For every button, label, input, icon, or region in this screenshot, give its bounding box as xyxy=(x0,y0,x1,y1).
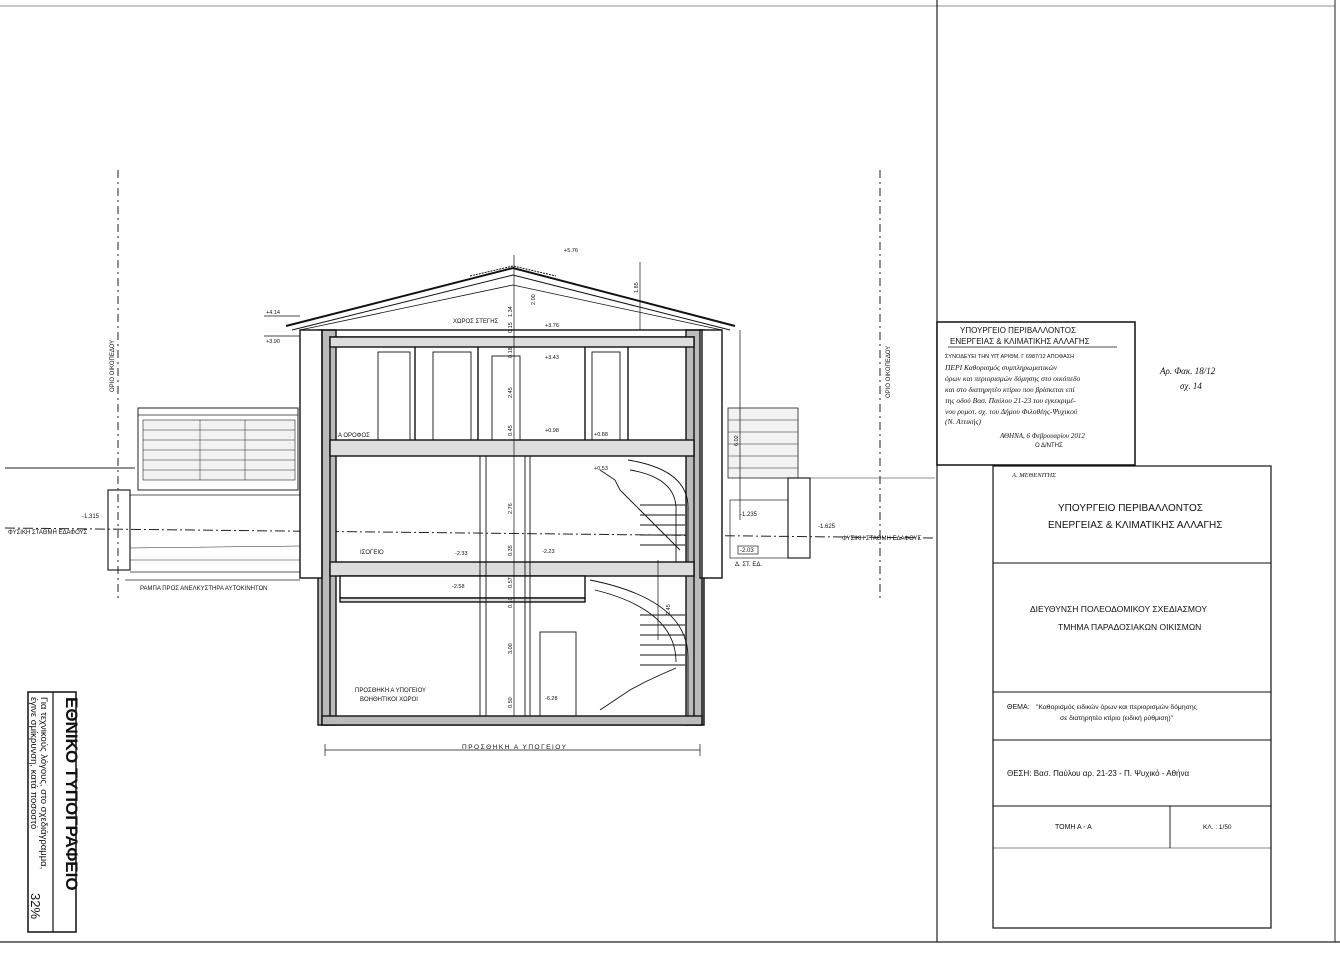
svg-text:0.15: 0.15 xyxy=(508,322,514,333)
tb-ministry-1: ΥΠΟΥΡΓΕΙΟ ΠΕΡΙΒΑΛΛΟΝΤΟΣ xyxy=(1058,503,1203,514)
svg-text:32%: 32% xyxy=(28,893,43,919)
level-street: -2.03 xyxy=(740,548,754,554)
svg-text:ΠΕΡΙ Καθορισμός συμπληρωματικώ: ΠΕΡΙ Καθορισμός συμπληρωματικών xyxy=(944,363,1058,372)
svg-text:ΣΥΝΟΔΕΥΕΙ ΤΗΝ ΥΠ' ΑΡΙΘΜ. Γ 698: ΣΥΝΟΔΕΥΕΙ ΤΗΝ ΥΠ' ΑΡΙΘΜ. Γ 6987/12 ΑΠΟΦΑ… xyxy=(945,354,1074,360)
svg-text:όρων και περιορισμών δόμησης σ: όρων και περιορισμών δόμησης στο οικόπεδ… xyxy=(945,374,1081,383)
svg-text:6.02: 6.02 xyxy=(734,435,740,446)
tb-dept-2: ΤΜΗΜΑ ΠΑΡΑΔΟΣΙΑΚΩΝ ΟΙΚΙΣΜΩΝ xyxy=(1058,622,1201,632)
ramp-label: ΡΑΜΠΑ ΠΡΟΣ ΑΝΕΛΚΥΣΤΗΡΑ ΑΥΤΟΚΙΝΗΤΩΝ xyxy=(140,586,267,592)
svg-text:+3.76: +3.76 xyxy=(545,323,559,329)
svg-text:Ο Δ/ΝΤΗΣ: Ο Δ/ΝΤΗΣ xyxy=(1035,443,1063,449)
svg-text:3.00: 3.00 xyxy=(508,643,514,654)
svg-text:και στο διατηρητέο κτίριο που: και στο διατηρητέο κτίριο που βρίσκεται … xyxy=(945,385,1075,394)
svg-text:2.76: 2.76 xyxy=(508,503,514,514)
approval-stamp: ΥΠΟΥΡΓΕΙΟ ΠΕΡΙΒΑΛΛΟΝΤΟΣ ΕΝΕΡΓΕΙΑΣ & ΚΛΙΜ… xyxy=(936,321,1136,479)
left-pergola xyxy=(107,407,301,573)
level-ground-right: -1.625 xyxy=(818,524,836,530)
tb-subject-2: σε διατηρητέο κτίριο (ειδική ρύθμιση)" xyxy=(1060,714,1174,722)
svg-text:2.45: 2.45 xyxy=(508,387,514,398)
svg-text:ΥΠΟΥΡΓΕΙΟ ΠΕΡΙΒΑΛΛΟΝΤΟΣ: ΥΠΟΥΡΓΕΙΟ ΠΕΡΙΒΑΛΛΟΝΤΟΣ xyxy=(960,326,1076,335)
svg-text:Α. ΜΕΘΕΝΙΤΗΣ: Α. ΜΕΘΕΝΙΤΗΣ xyxy=(1011,472,1056,479)
tb-location: ΘΕΣΗ: Βασ. Παύλου αρ. 21-23 - Π. Ψυχικό … xyxy=(1007,769,1189,778)
svg-text:2.45: 2.45 xyxy=(666,604,672,615)
svg-text:+5.76: +5.76 xyxy=(564,248,578,254)
staircase xyxy=(589,459,689,716)
drawing-number: σχ. 14 xyxy=(1180,381,1202,391)
svg-text:+3.90: +3.90 xyxy=(266,339,280,345)
printing-office-stamp: ΕΘΝΙΚΟ ΤΥΠΟΓΡΑΦΕΙΟ Για τεχνικούς λόγους,… xyxy=(27,691,81,933)
file-number: Αρ. Φακ. 18/12 xyxy=(1159,366,1216,376)
svg-text:-2.33: -2.33 xyxy=(455,551,468,557)
door-openings xyxy=(377,351,621,717)
ground-left-label: ΦΥΣΙΚΗ ΣΤΑΘΜΗ ΕΔΑΦΟΥΣ xyxy=(8,530,88,536)
svg-text:της οδού Βασ. Παύλου 21-23 του: της οδού Βασ. Παύλου 21-23 του εγκεκριμέ… xyxy=(945,396,1076,405)
svg-text:0.45: 0.45 xyxy=(508,425,514,436)
svg-text:Για τεχνικούς λόγους, στο σχεδ: Για τεχνικούς λόγους, στο σχεδιάγραμμα, xyxy=(38,697,49,869)
svg-text:-2.58: -2.58 xyxy=(452,584,465,590)
bottom-dimension-label: ΠΡΟΣΘΗΚΗ Α ΥΠΟΓΕΙΟΥ xyxy=(462,744,567,751)
svg-text:1.34: 1.34 xyxy=(508,306,514,317)
tb-scale: ΚΛ. : 1/50 xyxy=(1203,824,1232,831)
svg-text:2.00: 2.00 xyxy=(531,294,537,305)
basement-sub-label: ΒΟΗΘΗΤΙΚΟΙ ΧΩΡΟΙ xyxy=(360,697,418,703)
street-label: Δ. ΣΤ. ΕΔ. xyxy=(735,562,762,568)
svg-text:(Ν. Αττικής): (Ν. Αττικής) xyxy=(945,417,982,426)
first-floor-label: Α ΟΡΟΦΟΣ xyxy=(338,433,370,439)
tb-ministry-2: ΕΝΕΡΓΕΙΑΣ & ΚΛΙΜΑΤΙΚΗΣ ΑΛΛΑΓΗΣ xyxy=(1048,520,1222,531)
dimension-values: 2.00 1.34 1.85 0.15 0.18 2.45 0.45 6.02 … xyxy=(508,282,740,708)
dimension-lines xyxy=(264,255,741,756)
svg-text:+0.88: +0.88 xyxy=(594,432,608,438)
plot-limit-lines xyxy=(117,170,881,600)
ground-right-label: ΦΥΣΙΚΗ ΣΤΑΘΜΗ ΕΔΑΦΟΥΣ xyxy=(842,536,922,542)
svg-text:νου ρυμοτ. σχ. του Δήμου Φιλοθ: νου ρυμοτ. σχ. του Δήμου Φιλοθέης-Ψυχικο… xyxy=(945,407,1078,416)
ground-floor-label: ΙΣΟΓΕΙΟ xyxy=(360,550,384,556)
plot-limit-left-label: ΟΡΙΟ ΟΙΚΟΠΕΔΟΥ xyxy=(110,340,116,392)
svg-text:+3.43: +3.43 xyxy=(545,355,559,361)
level-markers: +5.76 +4.14 +3.90 +3.76 +3.43 +0.98 +0.8… xyxy=(266,248,608,702)
svg-text:έγινε σμίκρυνση, κατά ποσοστό: έγινε σμίκρυνση, κατά ποσοστό xyxy=(28,697,39,829)
tb-subject-label: ΘΕΜΑ: xyxy=(1007,704,1030,711)
svg-text:0.18: 0.18 xyxy=(508,347,514,358)
svg-text:-6.28: -6.28 xyxy=(545,696,558,702)
level-ground-right-b: -1.235 xyxy=(740,512,758,518)
svg-text:ΕΘΝΙΚΟ ΤΥΠΟΓΡΑΦΕΙΟ: ΕΘΝΙΚΟ ΤΥΠΟΓΡΑΦΕΙΟ xyxy=(62,697,81,891)
svg-text:0.35: 0.35 xyxy=(508,545,514,556)
title-block xyxy=(992,465,1272,929)
level-ground-left: -1.315 xyxy=(82,514,100,520)
svg-text:ΑΘΗΝΑ, 6 Φεβρουαρίου 2012: ΑΘΗΝΑ, 6 Φεβρουαρίου 2012 xyxy=(999,432,1085,440)
svg-text:ΕΝΕΡΓΕΙΑΣ & ΚΛΙΜΑΤΙΚΗΣ ΑΛΛΑΓΗΣ: ΕΝΕΡΓΕΙΑΣ & ΚΛΙΜΑΤΙΚΗΣ ΑΛΛΑΓΗΣ xyxy=(950,337,1090,346)
svg-text:+4.14: +4.14 xyxy=(266,310,280,316)
svg-text:0.50: 0.50 xyxy=(508,697,514,708)
svg-text:1.85: 1.85 xyxy=(634,282,640,293)
tb-drawing-title: ΤΟΜΗ Α - Α xyxy=(1055,824,1092,831)
tb-subject-1: "Καθορισμός ειδικών όρων και περιορισμών… xyxy=(1036,703,1198,711)
svg-text:0.10: 0.10 xyxy=(508,597,514,608)
tb-dept-1: ΔΙΕΥΘΥΝΣΗ ΠΟΛΕΟΔΟΜΙΚΟΥ ΣΧΕΔΙΑΣΜΟΥ xyxy=(1030,604,1207,614)
basement-label: ΠΡΟΣΘΗΚΗ Α ΥΠΟΓΕΙΟΥ xyxy=(355,688,426,694)
building-walls xyxy=(299,329,723,726)
plot-limit-right-label: ΟΡΙΟ ΟΙΚΟΠΕΔΟΥ xyxy=(886,346,892,398)
svg-text:+0.98: +0.98 xyxy=(545,428,559,434)
roof xyxy=(285,265,736,331)
attic-label: ΧΩΡΟΣ ΣΤΕΓΗΣ xyxy=(453,319,499,325)
svg-text:-2.23: -2.23 xyxy=(542,549,555,555)
svg-text:+0.53: +0.53 xyxy=(594,466,608,472)
svg-text:0.57: 0.57 xyxy=(508,577,514,588)
